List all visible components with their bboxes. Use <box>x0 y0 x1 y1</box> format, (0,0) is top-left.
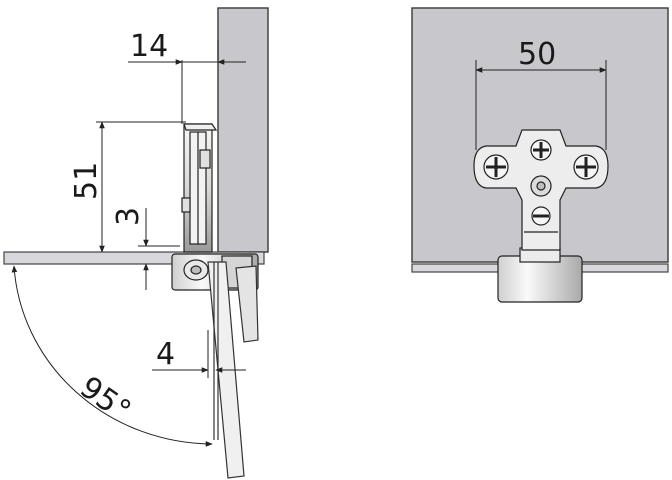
dimension-3-label: 3 <box>111 207 146 226</box>
side-view: 14 51 3 4 95° <box>3 7 269 479</box>
angle-arc <box>11 265 213 447</box>
front-hinge-cup <box>497 247 583 303</box>
dimension-14-label: 14 <box>130 29 168 64</box>
dimension-51-label: 51 <box>69 162 104 200</box>
dimension-4-label: 4 <box>156 337 175 372</box>
dimension-50 <box>475 60 607 150</box>
dimension-14 <box>128 40 246 124</box>
dimension-51 <box>96 121 186 253</box>
mounting-plate <box>473 129 609 251</box>
cabinet-panel <box>217 7 269 253</box>
angle-label: 95° <box>73 370 137 429</box>
front-view: 50 <box>411 7 669 303</box>
dimension-50-label: 50 <box>518 37 556 72</box>
hinge-arm <box>181 123 218 253</box>
